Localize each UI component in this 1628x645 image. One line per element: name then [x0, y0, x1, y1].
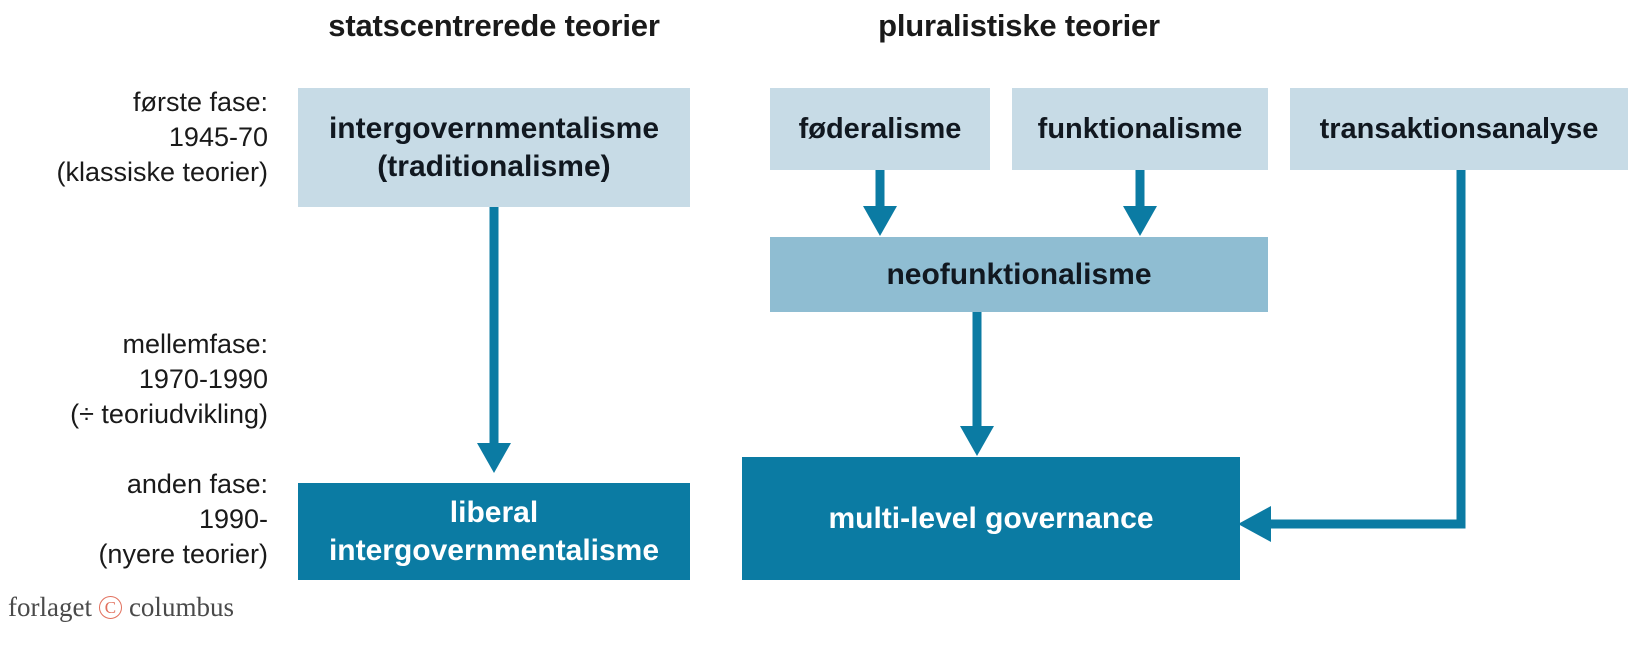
copyright-circle-icon: C	[98, 596, 122, 619]
publisher-logo-suffix: columbus	[128, 592, 234, 622]
box-liberal-intergovernmentalisme[interactable]: liberal intergovernmentalisme	[298, 483, 690, 580]
box-foderalisme-label: føderalisme	[798, 112, 962, 145]
phase-label-middle-line2: 1970-1990	[138, 364, 268, 394]
arrow-neofunktionalisme-to-multi-level-governance	[960, 312, 994, 456]
arrow-transaktionsanalyse-to-multi-level-governance	[1238, 170, 1466, 542]
phase-label-middle-line1: mellemfase:	[122, 329, 268, 359]
phase-label-second-line1: anden fase:	[126, 469, 268, 499]
box-multi-level-governance[interactable]: multi-level governance	[742, 457, 1240, 580]
phase-label-second-line2: 1990-	[198, 504, 268, 534]
column-heading-state-centred: statscentrerede teorier	[328, 8, 660, 43]
column-heading-pluralist: pluralistiske teorier	[878, 8, 1160, 43]
box-intergovernmentalisme-line2: (traditionalisme)	[377, 149, 611, 183]
phase-label-first: første fase: 1945-70 (klassiske teorier)	[0, 85, 268, 190]
phase-label-middle-line3: (÷ teoriudvikling)	[70, 399, 268, 429]
phase-label-middle: mellemfase: 1970-1990 (÷ teoriudvikling)	[0, 327, 268, 432]
phase-label-second: anden fase: 1990- (nyere teorier)	[0, 467, 268, 572]
box-intergovernmentalisme-line1: intergovernmentalisme	[328, 111, 660, 145]
box-funktionalisme-label: funktionalisme	[1037, 112, 1243, 145]
box-neofunktionalisme[interactable]: neofunktionalisme	[770, 237, 1268, 312]
box-transaktionsanalyse-label: transaktionsanalyse	[1319, 112, 1599, 145]
arrow-foderalisme-to-neofunktionalisme	[863, 170, 897, 236]
box-intergovernmentalisme[interactable]: intergovernmentalisme (traditionalisme)	[298, 88, 690, 207]
publisher-logo-prefix: forlaget	[8, 592, 92, 622]
publisher-logo: forlaget C columbus	[8, 592, 234, 623]
box-foderalisme[interactable]: føderalisme	[770, 88, 990, 170]
arrow-intergovernmentalisme-to-liberal	[477, 207, 511, 473]
box-funktionalisme[interactable]: funktionalisme	[1012, 88, 1268, 170]
box-multi-level-governance-label: multi-level governance	[828, 501, 1154, 535]
box-liberal-intergovernmentalisme-line1: liberal	[449, 495, 539, 529]
phase-label-second-line3: (nyere teorier)	[98, 539, 268, 569]
phase-label-first-line2: 1945-70	[168, 122, 268, 152]
box-neofunktionalisme-label: neofunktionalisme	[886, 257, 1152, 291]
phase-label-first-line1: første fase:	[132, 87, 268, 117]
box-liberal-intergovernmentalisme-line2: intergovernmentalisme	[328, 533, 660, 567]
arrow-funktionalisme-to-neofunktionalisme	[1123, 170, 1157, 236]
box-transaktionsanalyse[interactable]: transaktionsanalyse	[1290, 88, 1628, 170]
phase-label-first-line3: (klassiske teorier)	[56, 157, 268, 187]
